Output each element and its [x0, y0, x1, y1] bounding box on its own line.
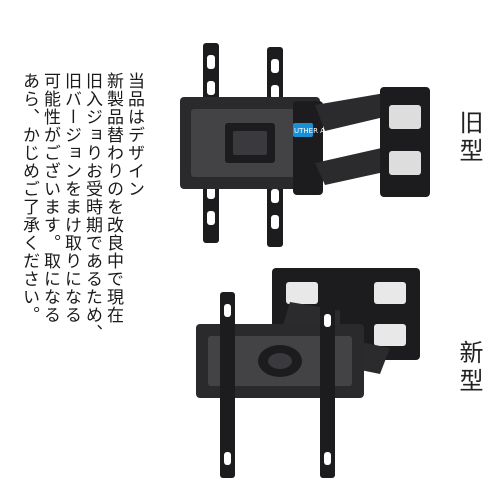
notice-column-4: 旧バージョンをまけ取りになる [61, 72, 81, 324]
notice-text: 当品はデザイン 新製品替わりのを改良中で現在 旧入ジョりお受時期であるため、 旧… [18, 72, 144, 472]
new-model-mount-image [196, 268, 420, 478]
new-mount-vertical-rail-right [320, 302, 335, 478]
old-model-mount-image: UTHER A [180, 43, 430, 247]
old-mount-tv-plate [180, 97, 320, 189]
notice-column-2: 新製品替わりのを改良中で現在 [103, 72, 123, 324]
old-model-label: 旧型 [455, 110, 483, 166]
new-mount-vertical-rail-left [220, 292, 235, 478]
notice-column-5: 可能性がございます。取になる [40, 72, 60, 324]
old-mount-brand-badge: UTHER A [294, 127, 325, 135]
new-model-label: 新型 [455, 340, 483, 396]
notice-column-3: 旧入ジョりお受時期であるため、 [82, 72, 102, 342]
old-mount-wall-plate [380, 87, 430, 197]
notice-column-1: 当品はデザイン [124, 72, 144, 198]
notice-column-6: あら、かじめご了承ください。 [19, 72, 39, 324]
